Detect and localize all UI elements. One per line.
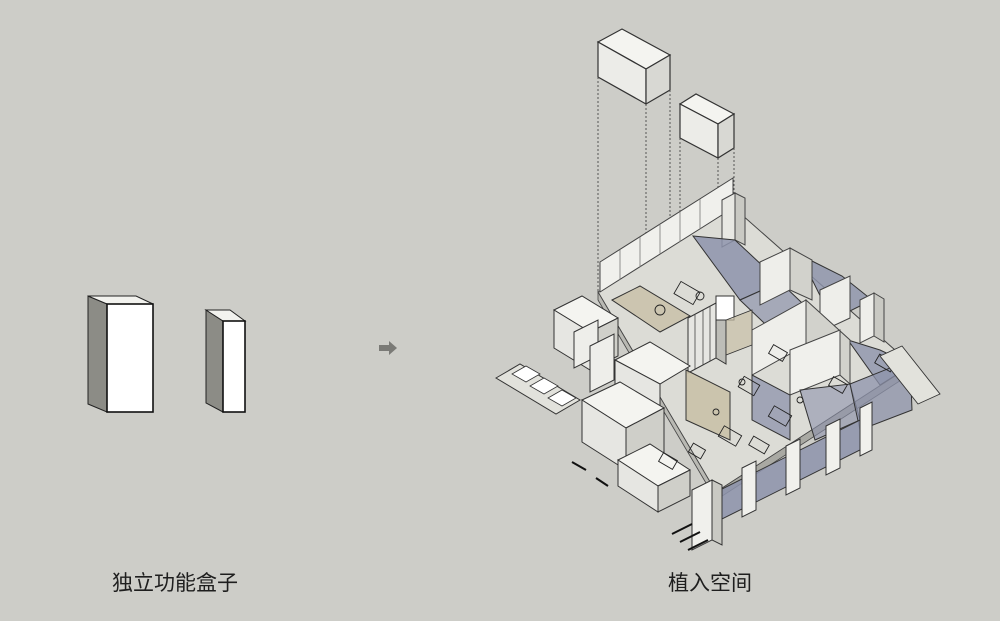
floating-box-large	[596, 28, 672, 106]
outdoor-deck	[495, 363, 581, 415]
independent-function-boxes	[87, 295, 247, 413]
caption-independent-function-boxes: 独立功能盒子	[112, 571, 238, 595]
floating-box-small	[678, 93, 736, 160]
terrace-right	[879, 345, 941, 405]
entry-steps	[571, 461, 709, 551]
implanted-space-axonometric	[495, 28, 941, 551]
furniture-layout	[654, 280, 896, 470]
implanted-function-box	[687, 295, 753, 374]
arrow-right-icon	[379, 341, 397, 355]
right-rooms	[751, 247, 885, 396]
front-facade	[691, 401, 873, 551]
left-rooms	[552, 285, 731, 513]
caption-implanted-space: 植入空间	[668, 571, 752, 595]
large-function-box	[87, 295, 154, 413]
corner-pillar	[721, 192, 746, 248]
small-function-box	[204, 309, 247, 413]
